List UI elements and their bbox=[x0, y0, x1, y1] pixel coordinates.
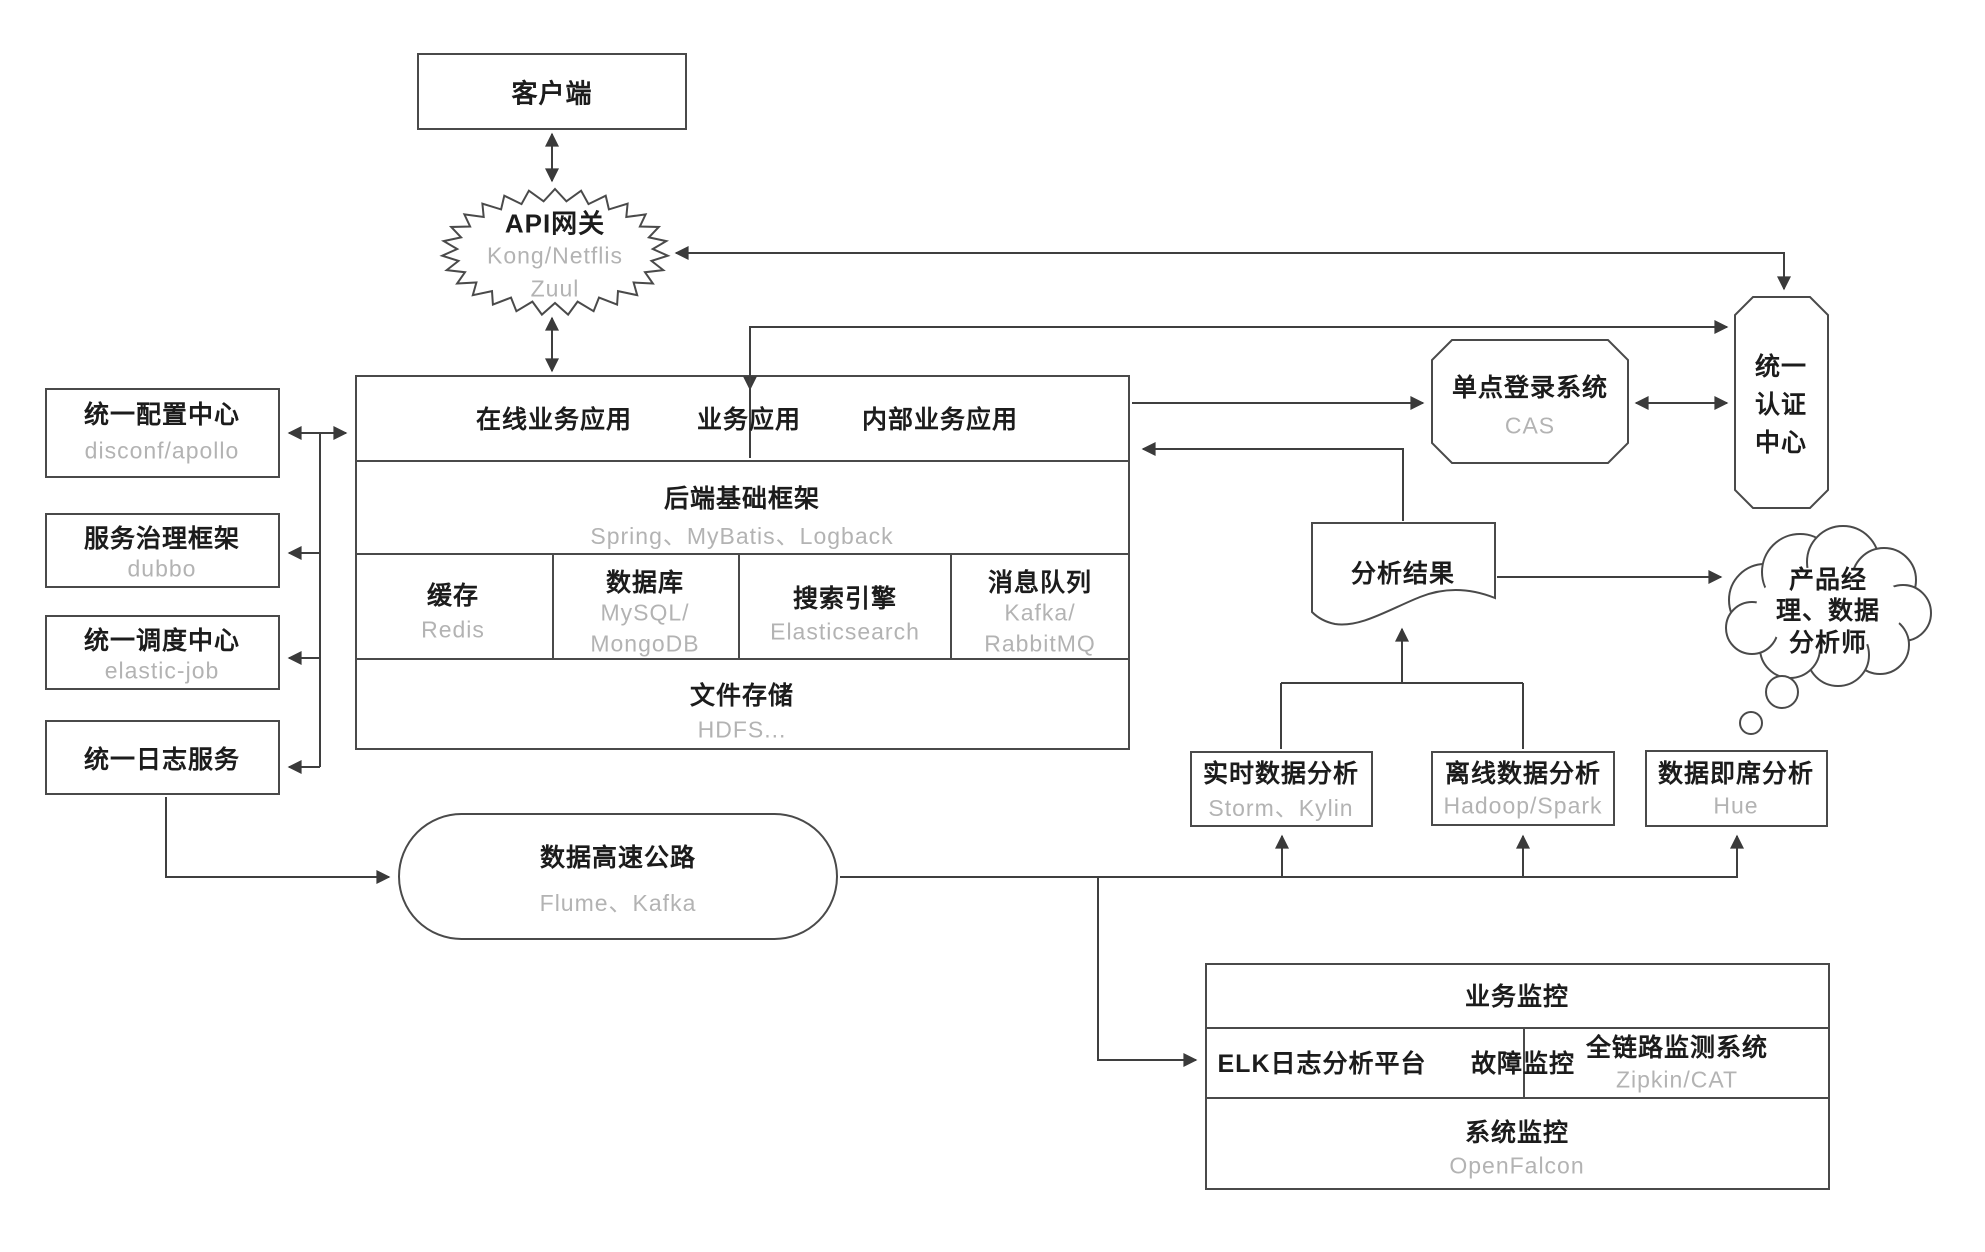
app-row3-separator bbox=[355, 658, 1130, 660]
data-highway-box bbox=[398, 813, 838, 940]
config-center-sub: disconf/apollo bbox=[84, 437, 240, 464]
scheduling-center-label: 统一调度中心 bbox=[83, 627, 241, 655]
cache-db-divider bbox=[552, 553, 554, 658]
fault-monitoring-label: 故障监控 bbox=[1470, 1050, 1576, 1078]
monitoring-box bbox=[1205, 963, 1830, 1190]
auth-center-line1: 统一 bbox=[1754, 353, 1808, 381]
business-monitoring-label: 业务监控 bbox=[1464, 983, 1570, 1011]
client-label: 客户端 bbox=[511, 78, 593, 109]
realtime-analysis-box bbox=[1190, 751, 1373, 827]
api-gateway-sub2: Zuul bbox=[530, 275, 580, 302]
cloud-bubble-small bbox=[1739, 711, 1763, 735]
app-row2-separator bbox=[355, 553, 1130, 555]
edge-analysis-connector bbox=[1280, 682, 1524, 749]
monitoring-row2-separator bbox=[1205, 1097, 1830, 1099]
stakeholders-line3: 分析师 bbox=[1788, 629, 1868, 657]
elk-platform-label: ELK日志分析平台 bbox=[1217, 1050, 1427, 1078]
edge-log-highway bbox=[165, 797, 391, 884]
message-queue-sub2: RabbitMQ bbox=[984, 630, 1096, 657]
service-governance-box bbox=[45, 513, 280, 588]
message-queue-sub1: Kafka/ bbox=[1004, 599, 1076, 626]
system-monitoring-label: 系统监控 bbox=[1464, 1119, 1570, 1147]
offline-analysis-box bbox=[1431, 751, 1615, 826]
database-sub1: MySQL/ bbox=[600, 599, 690, 626]
adhoc-analysis-label: 数据即席分析 bbox=[1657, 760, 1815, 788]
adhoc-analysis-sub: Hue bbox=[1713, 792, 1759, 819]
file-storage-label: 文件存储 bbox=[689, 682, 795, 710]
scheduling-center-sub: elastic-job bbox=[104, 657, 220, 684]
edge-result-appbox bbox=[1141, 442, 1404, 521]
system-monitoring-sub: OpenFalcon bbox=[1449, 1152, 1585, 1179]
backend-framework-label: 后端基础框架 bbox=[663, 485, 821, 513]
database-sub2: MongoDB bbox=[590, 630, 700, 657]
business-app-label: 业务应用 bbox=[696, 406, 802, 434]
api-gateway-sub1: Kong/Netflis bbox=[486, 242, 624, 269]
data-highway-label: 数据高速公路 bbox=[539, 844, 697, 872]
cache-sub: Redis bbox=[421, 616, 485, 643]
adhoc-analysis-box bbox=[1645, 750, 1828, 827]
online-app-label: 在线业务应用 bbox=[475, 406, 633, 434]
edge-gateway-authcenter bbox=[674, 246, 1791, 291]
fault-fulllink-divider bbox=[1523, 1027, 1525, 1097]
backend-framework-sub: Spring、MyBatis、Logback bbox=[590, 523, 894, 549]
fulllink-monitoring-sub: Zipkin/CAT bbox=[1615, 1066, 1739, 1093]
message-queue-label: 消息队列 bbox=[987, 569, 1093, 597]
realtime-analysis-label: 实时数据分析 bbox=[1202, 760, 1360, 788]
data-highway-sub: Flume、Kafka bbox=[539, 890, 697, 916]
cloud-bubble-large bbox=[1765, 675, 1799, 709]
app-row1-separator bbox=[355, 460, 1130, 462]
scheduling-center-box bbox=[45, 615, 280, 690]
search-mq-divider bbox=[950, 553, 952, 658]
search-engine-sub: Elasticsearch bbox=[770, 618, 920, 645]
client-box bbox=[417, 53, 687, 130]
config-center-box bbox=[45, 388, 280, 478]
application-platform-box bbox=[355, 375, 1130, 750]
auth-center-line2: 认证 bbox=[1754, 391, 1808, 419]
realtime-analysis-sub: Storm、Kylin bbox=[1208, 795, 1354, 821]
auth-center-line3: 中心 bbox=[1754, 429, 1808, 457]
offline-analysis-sub: Hadoop/Spark bbox=[1443, 792, 1603, 819]
search-engine-label: 搜索引擎 bbox=[792, 585, 898, 613]
database-label: 数据库 bbox=[605, 569, 685, 597]
analysis-result-label: 分析结果 bbox=[1350, 560, 1456, 588]
api-gateway-label: API网关 bbox=[504, 208, 606, 239]
config-center-label: 统一配置中心 bbox=[83, 401, 241, 429]
edge-bus-monitoring bbox=[1097, 877, 1198, 1067]
stakeholders-line2: 理、数据 bbox=[1775, 597, 1881, 625]
log-service-box bbox=[45, 720, 280, 795]
service-governance-sub: dubbo bbox=[127, 555, 197, 582]
log-service-label: 统一日志服务 bbox=[83, 746, 241, 774]
sso-sub: CAS bbox=[1504, 412, 1556, 439]
offline-analysis-label: 离线数据分析 bbox=[1444, 760, 1602, 788]
edge-highway-bus bbox=[840, 834, 1744, 878]
db-search-divider bbox=[738, 553, 740, 658]
fulllink-monitoring-label: 全链路监测系统 bbox=[1585, 1034, 1769, 1062]
file-storage-sub: HDFS... bbox=[697, 716, 787, 743]
sso-label: 单点登录系统 bbox=[1451, 374, 1609, 402]
internal-app-label: 内部业务应用 bbox=[861, 406, 1019, 434]
service-governance-label: 服务治理框架 bbox=[83, 525, 241, 553]
cache-label: 缓存 bbox=[426, 582, 480, 610]
monitoring-row1-separator bbox=[1205, 1027, 1830, 1029]
